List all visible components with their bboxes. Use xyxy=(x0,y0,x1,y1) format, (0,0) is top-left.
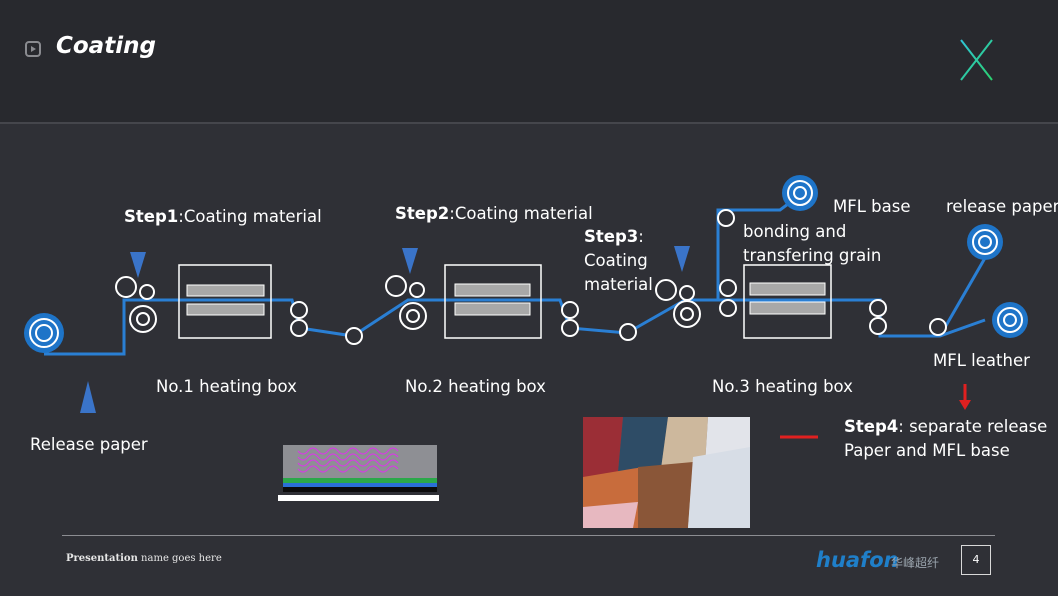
footer-divider xyxy=(62,535,995,536)
heating-box-2 xyxy=(444,264,542,339)
play-box-icon xyxy=(25,41,41,57)
step2-label: Step2:Coating material xyxy=(395,204,593,223)
release-paper-label: Release paper xyxy=(30,435,148,454)
x-logo-icon xyxy=(960,39,993,81)
presentation-name: Presentation name goes here xyxy=(66,553,222,564)
mfl-leather-roll xyxy=(992,302,1028,338)
guide-rollers xyxy=(290,209,947,345)
step4-label-line2: Paper and MFL base xyxy=(844,441,1010,460)
coating-head-3 xyxy=(655,279,701,328)
mfl-base-roll xyxy=(782,175,818,211)
bonding-label-line2: transfering grain xyxy=(743,246,882,265)
step3-label-line3: material xyxy=(584,275,653,294)
release-paper-roll xyxy=(24,313,64,353)
bonding-label-line1: bonding and xyxy=(743,222,847,241)
mfl-leather-label: MFL leather xyxy=(933,351,1030,370)
heating-box-1 xyxy=(178,264,272,339)
coating-head-1 xyxy=(115,276,157,333)
step4-label: Step4: separate release xyxy=(844,417,1048,436)
huafon-logo-cn: 华峰超纤 xyxy=(891,556,940,570)
release-paper-arrow xyxy=(80,381,96,413)
coating-head-2 xyxy=(385,275,427,330)
page-number: 4 xyxy=(961,545,991,575)
separation-down-arrow xyxy=(959,384,971,410)
slide-title: Coating xyxy=(56,33,156,59)
mfl-base-label: MFL base xyxy=(833,197,911,216)
leather-rolls-photo xyxy=(583,417,750,528)
heating-box-1-label: No.1 heating box xyxy=(156,377,297,396)
release-paper-rewind-roll xyxy=(967,224,1003,260)
coating-arrow-1 xyxy=(130,252,146,278)
step3-label: Step3: xyxy=(584,227,644,246)
step1-label: Step1:Coating material xyxy=(124,207,322,226)
huafon-logo: huafon xyxy=(816,548,899,572)
heating-box-2-label: No.2 heating box xyxy=(405,377,546,396)
release-paper-top-label: release paper xyxy=(946,197,1058,216)
heating-box-3 xyxy=(743,264,832,339)
step3-label-line2: Coating xyxy=(584,251,648,270)
slide-header: Coating xyxy=(0,0,1058,124)
heating-box-3-label: No.3 heating box xyxy=(712,377,853,396)
material-cross-section xyxy=(278,445,439,501)
coating-arrow-2 xyxy=(402,248,418,274)
coating-arrow-3 xyxy=(674,246,690,272)
